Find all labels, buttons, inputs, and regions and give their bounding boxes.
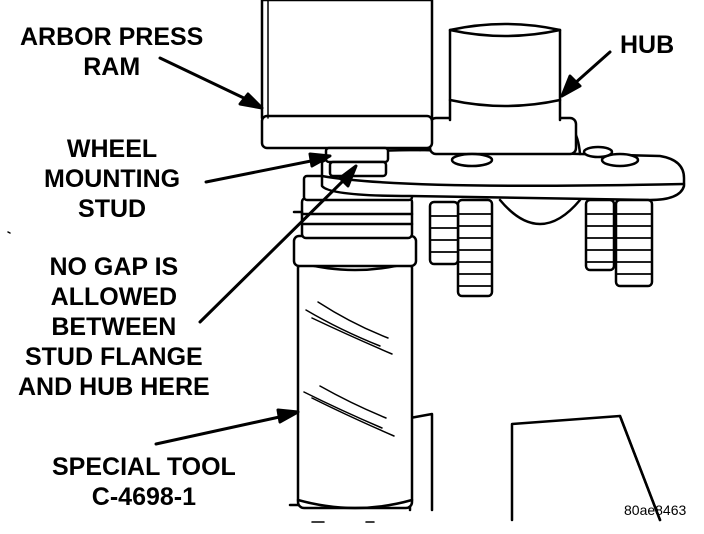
- press-base: [510, 414, 662, 522]
- arbor-press-ram: [260, 0, 434, 150]
- label-hub: HUB: [620, 31, 675, 59]
- arrow-hub: [560, 50, 612, 98]
- label-special-tool: SPECIAL TOOL C-4698-1: [52, 453, 236, 511]
- arrow-ram: [158, 56, 264, 110]
- hub-studs: [428, 145, 654, 298]
- scan-specks: [7, 231, 375, 523]
- label-arbor-press-ram: ARBOR PRESS RAM: [20, 23, 204, 81]
- special-tool-body: [296, 260, 414, 510]
- arrow-stud: [204, 152, 332, 184]
- hub-body: [428, 22, 578, 156]
- label-no-gap-note: NO GAP IS ALLOWED BETWEEN STUD FLANGE AN…: [18, 253, 210, 401]
- figure-id: 80ae8463: [624, 502, 687, 518]
- wheel-mounting-stud: [324, 146, 390, 178]
- arrow-special-tool: [154, 408, 300, 446]
- label-wheel-mounting-stud: WHEEL MOUNTING STUD: [44, 135, 181, 223]
- arrow-no-gap: [198, 164, 358, 324]
